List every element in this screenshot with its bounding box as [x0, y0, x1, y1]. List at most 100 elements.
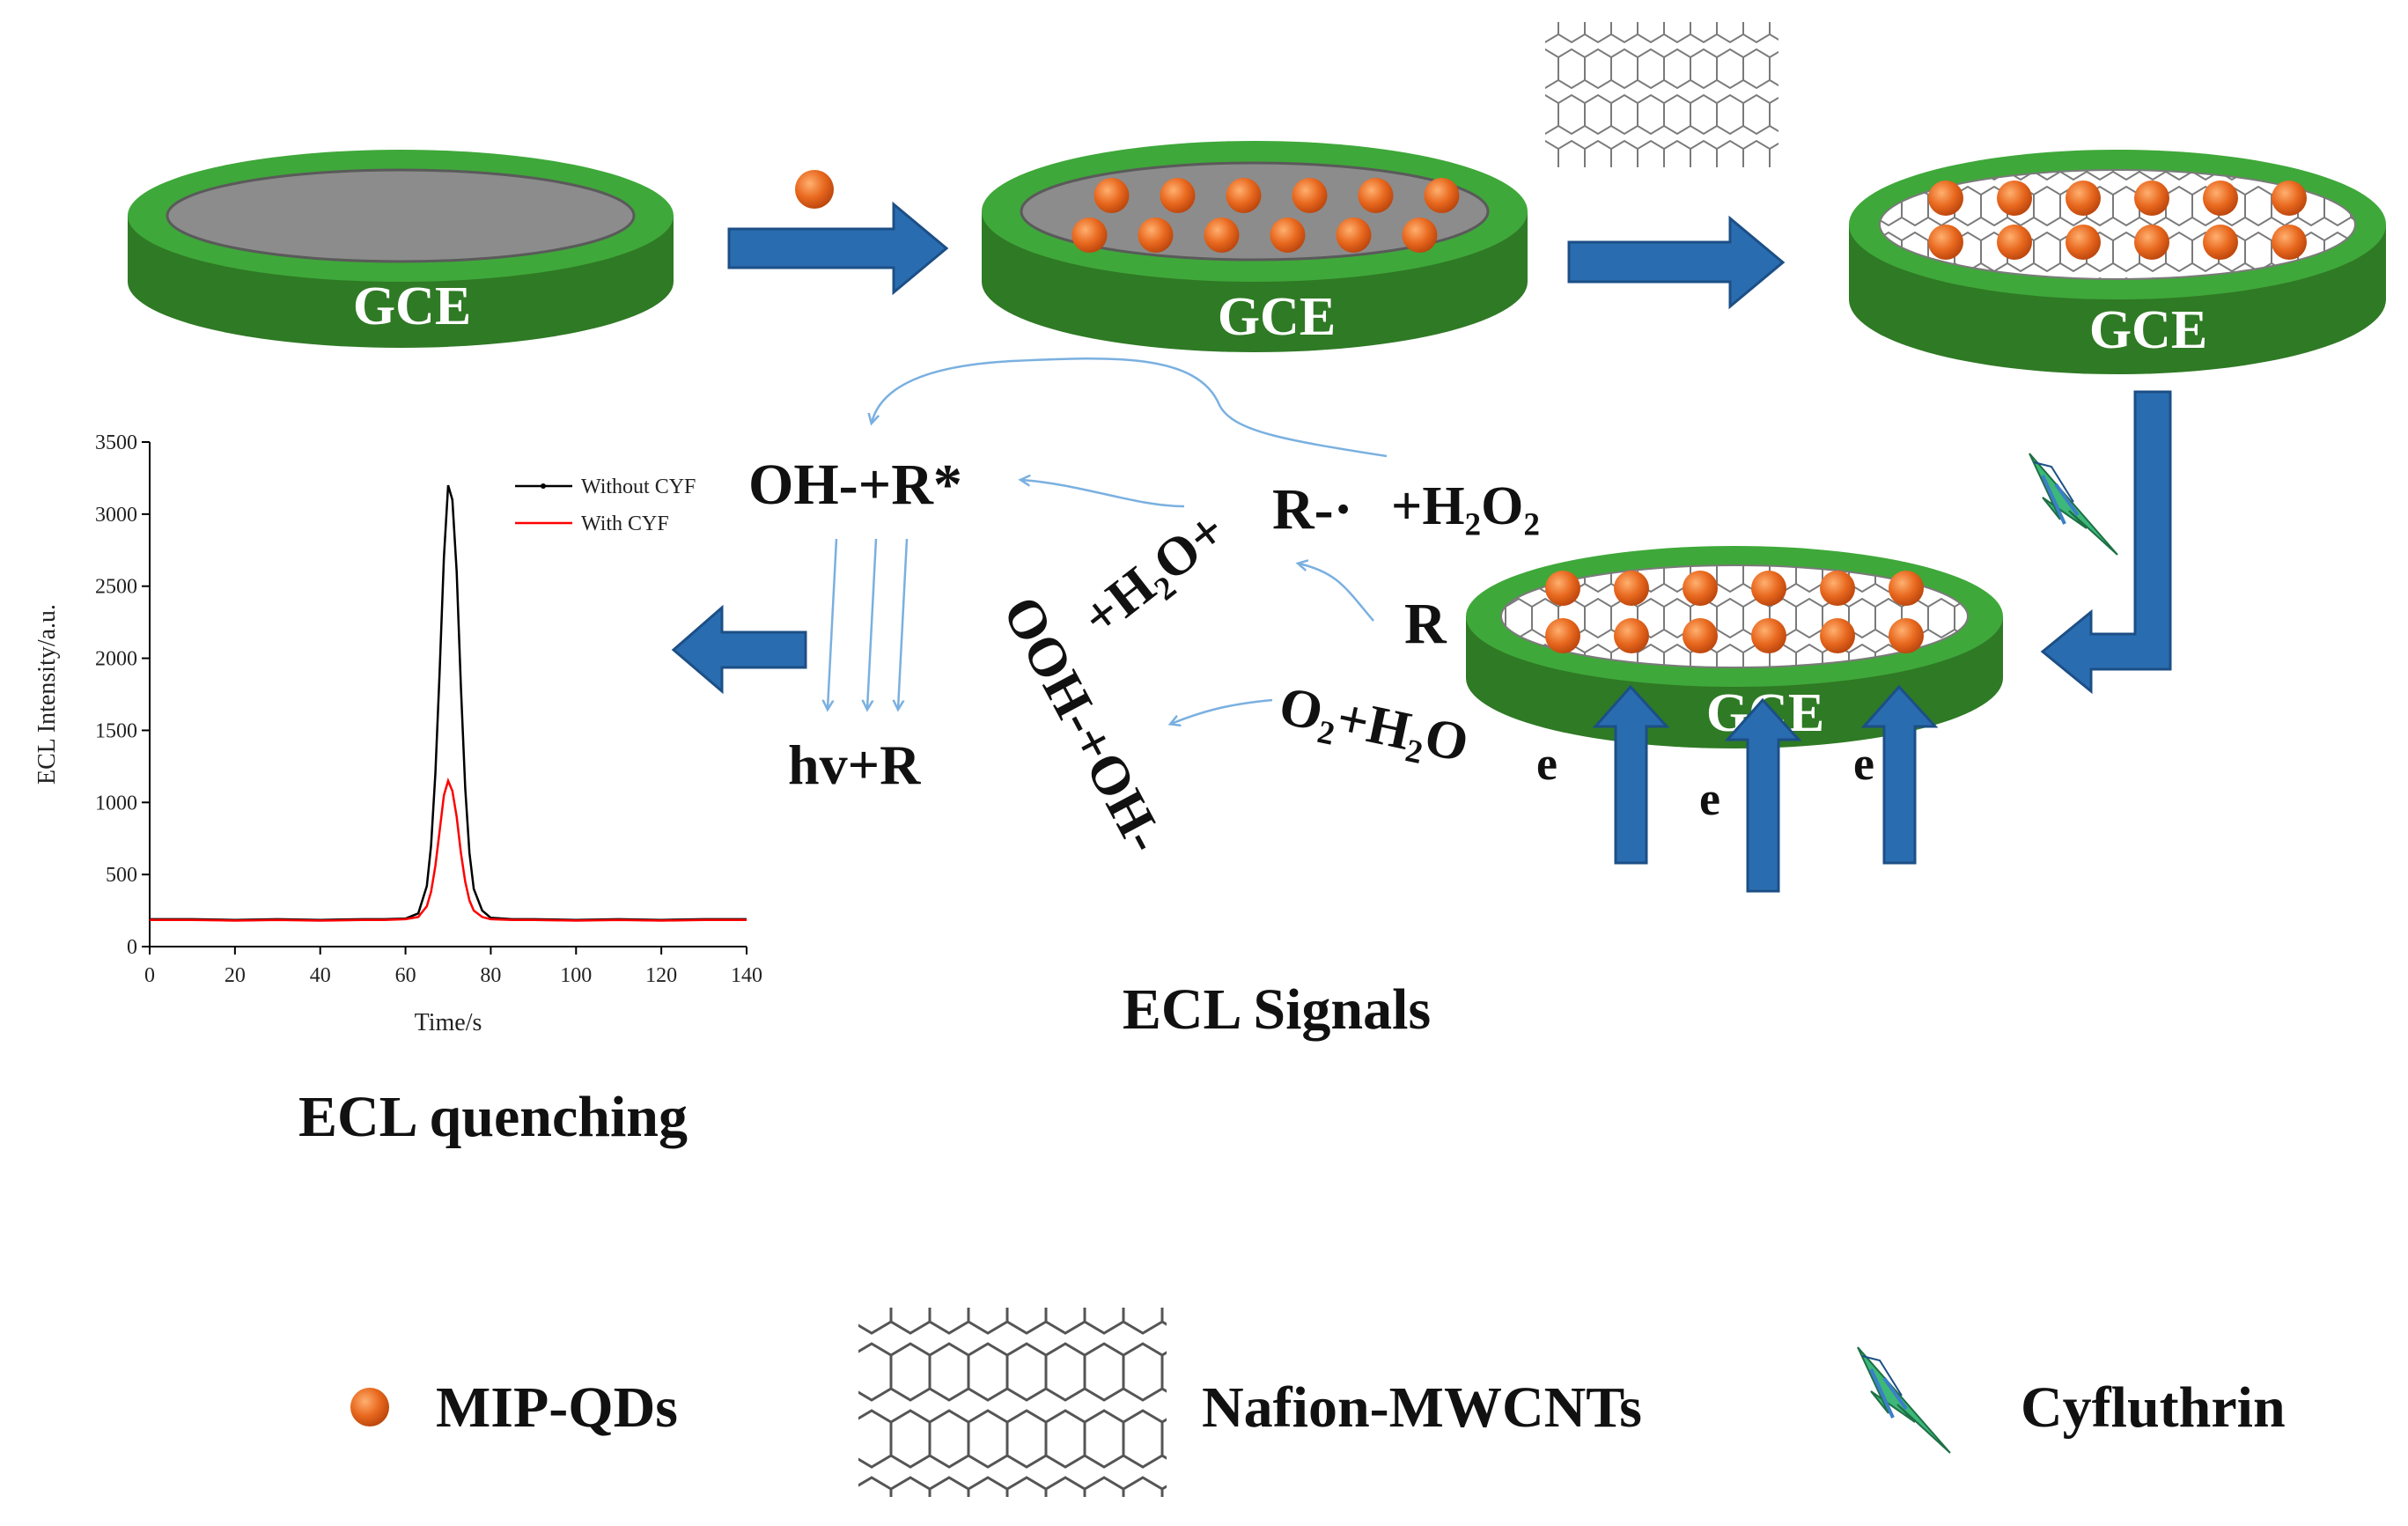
- qd-cluster-electrode-4: [1545, 571, 1924, 653]
- electrode-bare-gce: GCE: [128, 150, 674, 348]
- reaction-arrows: [828, 357, 1388, 724]
- legend-cyfluthrin-icon: [1857, 1346, 1951, 1454]
- qd-particle: [1997, 181, 2032, 216]
- cyfluthrin-icon-process: [2029, 453, 2118, 556]
- curve-arrow-top: [872, 357, 1388, 458]
- y-tick-label: 1000: [95, 792, 137, 815]
- qd-particle: [2272, 181, 2307, 216]
- y-tick-label: 3000: [95, 504, 137, 527]
- qd-particle: [1751, 618, 1786, 653]
- x-tick-label: 40: [310, 964, 331, 987]
- x-tick-label: 20: [225, 964, 246, 987]
- arrow-to-ohr: [1021, 480, 1185, 508]
- legend-entry: Without CYF: [581, 475, 696, 498]
- reaction-hv-r: hv+R: [788, 734, 921, 796]
- y-tick-label: 2500: [95, 576, 137, 599]
- qd-particle: [1402, 217, 1438, 253]
- arrow-o2-to-ooh: [1171, 698, 1273, 724]
- x-axis-label: Time/s: [415, 1009, 482, 1036]
- qd-particle: [1751, 571, 1786, 606]
- qd-particle: [1683, 618, 1718, 653]
- qd-particle: [1820, 571, 1855, 606]
- y-axis-label: ECL Intensity/a.u.: [33, 604, 61, 785]
- electrode-gce-qds: GCE: [982, 141, 1528, 352]
- x-tick-label: 80: [480, 964, 501, 987]
- qd-particle: [1358, 178, 1394, 213]
- qd-particle: [2134, 225, 2169, 260]
- electrode-gce-qds-mwcnts: GCE: [1849, 150, 2386, 374]
- electron-label-1: e: [1536, 737, 1557, 790]
- qd-particle: [1928, 225, 1963, 260]
- qd-particle: [2203, 225, 2238, 260]
- qd-particle: [1094, 178, 1130, 213]
- down-arrow-2: [867, 538, 878, 709]
- gce-label-2: GCE: [1218, 287, 1336, 347]
- qd-cluster-electrode-2: [1071, 178, 1460, 253]
- qd-cluster-electrode-3: [1928, 181, 2307, 260]
- qd-particle: [1683, 571, 1718, 606]
- electrode-sensor: GCE: [1466, 546, 2003, 748]
- arrow-r-to-rradical: [1299, 564, 1374, 622]
- qd-particle: [1614, 571, 1649, 606]
- y-tick-label: 0: [127, 936, 137, 959]
- electron-arrow-2: [1724, 697, 1802, 893]
- qd-particle: [1997, 225, 2032, 260]
- process-arrow-2: [1567, 215, 1786, 310]
- y-tick-label: 1500: [95, 719, 137, 742]
- y-tick-label: 3500: [95, 431, 137, 454]
- qd-particle: [1820, 618, 1855, 653]
- x-tick-label: 140: [731, 964, 762, 987]
- qd-particle: [2066, 181, 2101, 216]
- series-line: [150, 777, 747, 922]
- legend-nafion-mwcnts: Nafion-MWCNTs: [1202, 1375, 1642, 1440]
- y-tick-label: 500: [106, 864, 137, 887]
- qd-particle: [1226, 178, 1262, 213]
- reaction-ooh-oh: OOH-+OH-: [991, 587, 1175, 862]
- legend-marker: [541, 483, 546, 489]
- qd-particle: [1614, 618, 1649, 653]
- reaction-oh-r-star: OH-+R*: [748, 453, 962, 517]
- gce-label-1: GCE: [353, 276, 471, 336]
- reaction-o2-h2o: O₂+H₂O: [1274, 675, 1474, 774]
- qd-particle: [2203, 181, 2238, 216]
- qd-particle: [1336, 217, 1372, 253]
- x-tick-label: 100: [560, 964, 592, 987]
- qd-particle: [1424, 178, 1460, 213]
- electron-arrow-3: [1860, 684, 1939, 865]
- caption-ecl-quenching: ECL quenching: [298, 1085, 688, 1149]
- qd-particle: [1545, 618, 1580, 653]
- qd-particle-icon: [795, 170, 834, 209]
- ecl-chart: 0 20 40 60 80 100 120 140 0 500 1000 1500 2000 2500 30…: [33, 431, 762, 1036]
- process-arrow-result: [671, 604, 807, 695]
- qd-particle: [2134, 181, 2169, 216]
- legend: MIP-QDs Nafion-MWCNTs Cyfluthrin: [350, 1308, 2286, 1497]
- electron-label-2: e: [1699, 772, 1720, 825]
- reaction-plus-h2o2: +H₂O₂: [1391, 476, 1540, 536]
- x-tick-label: 0: [144, 964, 155, 987]
- qd-particle: [1545, 571, 1580, 606]
- x-tick-label: 120: [645, 964, 677, 987]
- qd-particle: [1160, 178, 1196, 213]
- down-arrow-1: [828, 538, 838, 709]
- qd-particle: [1292, 178, 1328, 213]
- y-tick-label: 2000: [95, 648, 137, 671]
- electron-label-3: e: [1853, 737, 1874, 790]
- gce-label-3: GCE: [2089, 300, 2207, 360]
- process-arrow-1: [727, 201, 949, 296]
- mwcnt-sheet-icon: [1545, 22, 1778, 167]
- reaction-h2o-plus: +H₂O+: [1071, 500, 1237, 648]
- process-arrow-3-elbow: [2040, 390, 2172, 695]
- qd-particle: [1071, 217, 1108, 253]
- down-arrow-3: [898, 538, 909, 709]
- qd-particle: [1889, 571, 1924, 606]
- x-tick-label: 60: [395, 964, 416, 987]
- qd-particle: [1204, 217, 1240, 253]
- electron-arrow-1: [1592, 684, 1670, 865]
- qd-particle: [2272, 225, 2307, 260]
- legend-mip-qds: MIP-QDs: [436, 1375, 678, 1440]
- series-line: [150, 484, 747, 921]
- reaction-r: R: [1404, 592, 1447, 656]
- qd-particle: [1138, 217, 1174, 253]
